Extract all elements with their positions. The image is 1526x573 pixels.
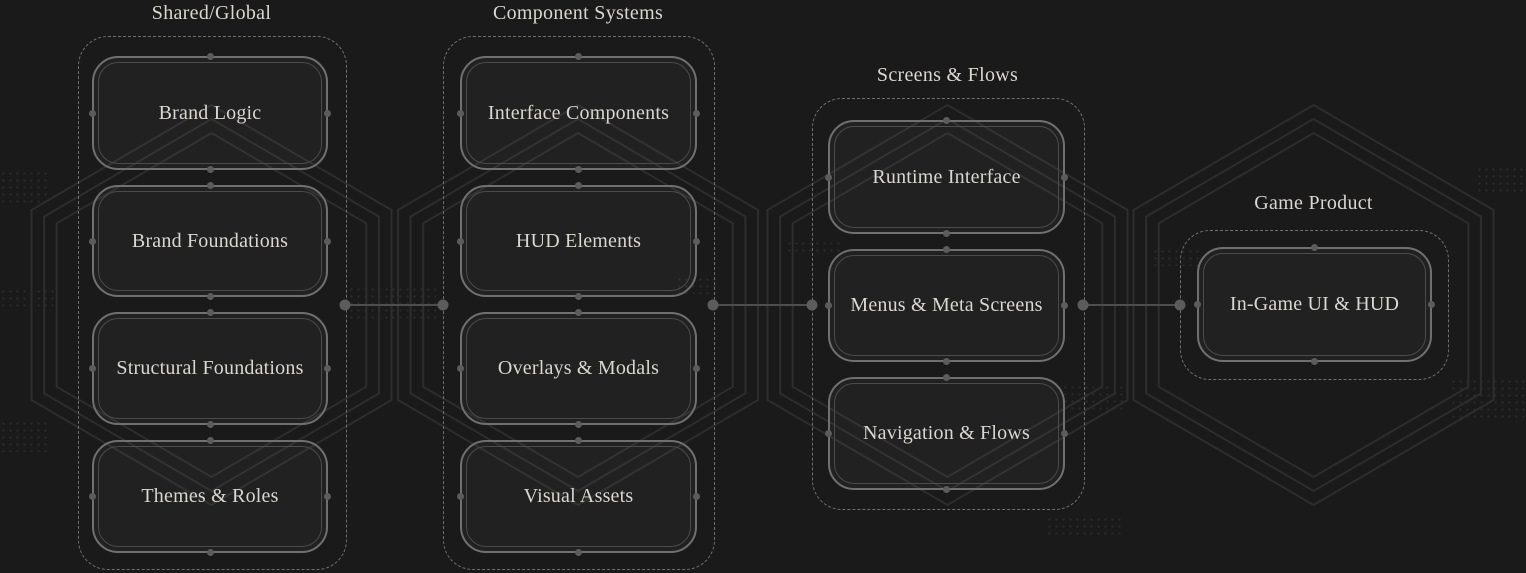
- node-label: In-Game UI & HUD: [1229, 293, 1400, 315]
- connector-shared-to-components: [339, 299, 449, 311]
- node-brand-foundations[interactable]: Brand Foundations: [89, 182, 331, 300]
- node-label: HUD Elements: [515, 229, 642, 252]
- node-label: Runtime Interface: [872, 165, 1021, 188]
- node-visual-assets[interactable]: Visual Assets: [457, 437, 700, 556]
- halftone-dots: [0, 420, 48, 452]
- halftone-dots: [0, 288, 58, 310]
- node-label: Visual Assets: [523, 485, 634, 507]
- group-title-component-systems: Component Systems: [492, 2, 664, 24]
- node-overlays-modals[interactable]: Overlays & Modals: [457, 309, 700, 428]
- group-title-game-product: Game Product: [1254, 192, 1373, 214]
- node-hud-elements[interactable]: HUD Elements: [457, 182, 700, 300]
- node-interface-components[interactable]: Interface Components: [457, 53, 700, 173]
- group-title-shared-global: Shared/Global: [151, 2, 272, 24]
- halftone-dots: [0, 170, 48, 206]
- node-navigation-flows[interactable]: Navigation & Flows: [825, 374, 1068, 493]
- node-label: Navigation & Flows: [863, 422, 1030, 444]
- node-label: Structural Foundations: [116, 357, 304, 379]
- connector-components-to-screens: [707, 299, 818, 311]
- halftone-dots: [1046, 516, 1124, 536]
- node-themes-roles[interactable]: Themes & Roles: [89, 437, 331, 556]
- node-label: Themes & Roles: [141, 485, 279, 507]
- connector-screens-to-product: [1077, 299, 1186, 311]
- halftone-dots: [348, 286, 436, 322]
- node-brand-logic[interactable]: Brand Logic: [89, 53, 331, 173]
- node-label: Menus & Meta Screens: [850, 294, 1043, 316]
- node-runtime-interface[interactable]: Runtime Interface: [825, 117, 1068, 237]
- halftone-dots: [1476, 166, 1526, 196]
- halftone-dots: [1450, 378, 1526, 418]
- node-label: Overlays & Modals: [497, 357, 660, 379]
- node-in-game-ui-hud[interactable]: In-Game UI & HUD: [1194, 244, 1435, 365]
- node-label: Brand Logic: [158, 101, 262, 124]
- group-title-screens-flows: Screens & Flows: [876, 64, 1019, 86]
- node-label: Interface Components: [487, 101, 670, 124]
- node-menus-meta-screens[interactable]: Menus & Meta Screens: [825, 246, 1068, 365]
- node-structural-foundations[interactable]: Structural Foundations: [89, 309, 331, 428]
- node-label: Brand Foundations: [131, 229, 289, 252]
